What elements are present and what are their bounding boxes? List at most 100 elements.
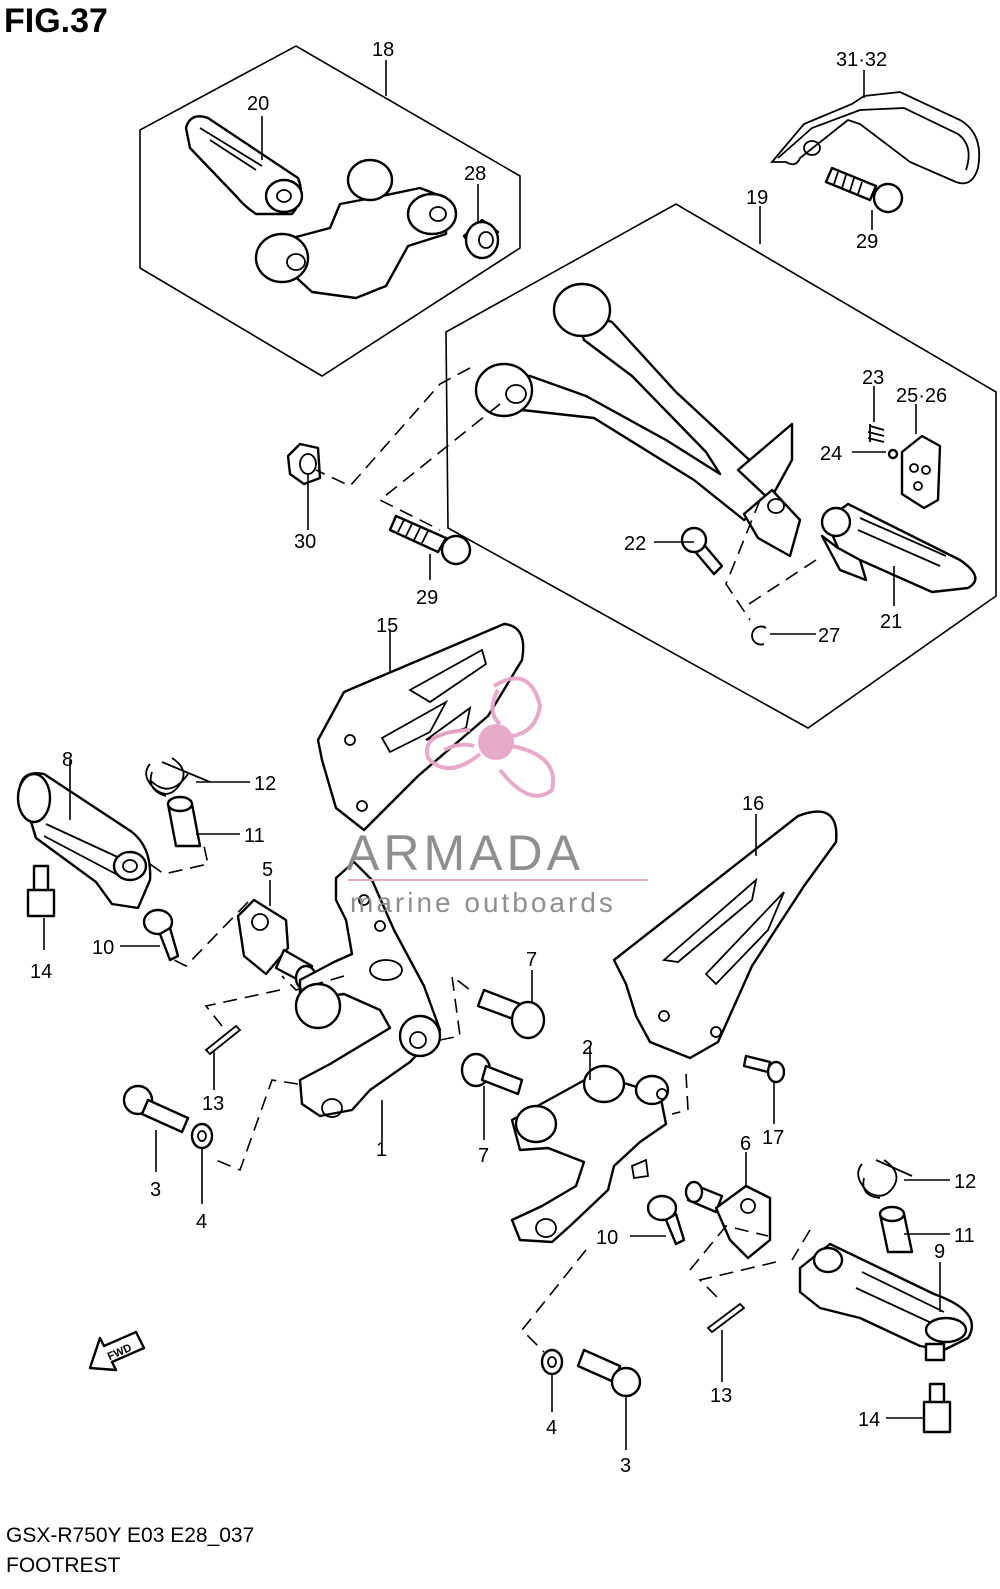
- callout-13-right: 13: [710, 1385, 732, 1407]
- part-14-stopper-bolt-left: [26, 864, 56, 918]
- part-rear-bracket: [254, 158, 458, 300]
- callout-4-left: 4: [196, 1211, 207, 1233]
- callout-14-left: 14: [30, 961, 52, 983]
- assembly-line-upper-3: [725, 499, 761, 621]
- assembly-line-upper-2: [378, 403, 501, 531]
- callout-27: 27: [818, 625, 840, 647]
- part-20-rear-footpeg: [184, 115, 304, 216]
- callout-7-lower: 7: [478, 1145, 489, 1167]
- callout-5: 5: [262, 859, 273, 881]
- assembly-line-upper-4: [745, 559, 817, 607]
- assembly-line-lower-3: [281, 975, 345, 991]
- part-14-stopper-bolt-right: [922, 1382, 952, 1434]
- callout-21: 21: [880, 611, 902, 633]
- part-2-main-bracket-right: [510, 1064, 670, 1244]
- callout-19: 19: [746, 187, 768, 209]
- callout-1: 1: [376, 1139, 387, 1161]
- callout-3-right: 3: [620, 1455, 631, 1477]
- callout-15: 15: [376, 615, 398, 637]
- part-25-26-plate: [900, 434, 942, 510]
- callout-13-left: 13: [202, 1093, 224, 1115]
- part-10-pin-left: [142, 908, 180, 962]
- part-3-bolt-left: [122, 1084, 190, 1134]
- assembly-line-lower-9: [698, 1261, 777, 1301]
- callout-16: 16: [742, 793, 764, 815]
- part-4-washer-right: [540, 1348, 564, 1376]
- part-3-bolt-right: [576, 1348, 642, 1398]
- callout-7-upper: 7: [526, 949, 537, 971]
- callout-29-lower: 29: [416, 587, 438, 609]
- callout-28: 28: [464, 163, 486, 185]
- part-16-heel-guard-right: [612, 810, 838, 1060]
- callout-12-left: 12: [254, 773, 276, 795]
- part-30-nut: [286, 442, 322, 486]
- watermark-brand: ARMADA: [346, 825, 584, 881]
- callout-leaders: [43, 60, 950, 1450]
- assembly-line-lower-2: [204, 989, 281, 1027]
- callout-18: 18: [372, 39, 394, 61]
- part-24-ball: [887, 448, 899, 460]
- part-8-footpeg-left: [16, 772, 152, 910]
- callout-24: 24: [820, 443, 842, 465]
- callout-31-32: 31·32: [836, 49, 887, 71]
- callout-10-left: 10: [92, 937, 114, 959]
- part-12-spring-left: [145, 757, 211, 797]
- part-13-cotter-pin-right: [706, 1302, 746, 1334]
- part-15-heel-guard: [316, 622, 525, 832]
- part-19-bracket: [474, 282, 802, 558]
- forward-direction-arrow: FWD: [88, 1330, 146, 1372]
- section-name: FOOTREST: [6, 1554, 121, 1577]
- part-9-footpeg-right: [798, 1242, 974, 1362]
- assembly-line-lower-8: [689, 1225, 769, 1271]
- part-6-pivot-right: [684, 1180, 772, 1260]
- part-1-main-bracket-left: [294, 860, 442, 1118]
- watermark-logo-hub: [478, 724, 514, 760]
- part-7-bolt-lower: [460, 1052, 524, 1096]
- assembly-line-lower-1: [173, 901, 249, 967]
- assembly-line-lower-5: [439, 974, 471, 1041]
- assembly-line-lower-7: [520, 1249, 587, 1353]
- assembly-line-upper-1: [315, 367, 471, 487]
- part-29-bolt-lower: [388, 514, 472, 566]
- callout-17: 17: [762, 1127, 784, 1149]
- assembly-line-lower-10: [791, 1229, 811, 1261]
- part-11-collar-right: [878, 1205, 914, 1254]
- watermark-propeller-logo: [424, 676, 556, 798]
- figure-label: FIG.37: [4, 2, 108, 40]
- callout-30: 30: [294, 531, 316, 553]
- part-23-spring: [867, 424, 885, 443]
- callout-14-right: 14: [858, 1409, 880, 1431]
- callout-3-left: 3: [150, 1179, 161, 1201]
- callout-29-upper: 29: [856, 231, 878, 253]
- part-7-bolt-upper: [476, 988, 546, 1040]
- callout-20: 20: [247, 93, 269, 115]
- part-12-spring-right: [857, 1159, 913, 1199]
- callout-12-right: 12: [954, 1171, 976, 1193]
- callout-9: 9: [934, 1241, 945, 1263]
- callout-4-right: 4: [546, 1417, 557, 1439]
- model-code: GSX-R750Y E03 E28_037: [6, 1524, 255, 1547]
- callout-labels: 18 20 28 31·32 29 19 23 25·26 24 30 29 2…: [30, 39, 976, 1477]
- part-22-pivot-pin: [680, 526, 724, 576]
- callout-8: 8: [62, 749, 73, 771]
- callout-22: 22: [624, 533, 646, 555]
- part-17-screw: [742, 1054, 786, 1084]
- kit-box-19: [445, 203, 997, 729]
- part-11-collar-left: [166, 795, 202, 848]
- watermark-tagline: marine outboards: [350, 887, 616, 918]
- part-4-washer-left: [190, 1122, 214, 1150]
- part-28-bushing: [462, 218, 500, 260]
- callout-25-26: 25·26: [896, 385, 947, 407]
- part-27-e-ring: [751, 625, 767, 646]
- callout-11-left: 11: [244, 825, 265, 847]
- assembly-line-lower-6: [671, 1073, 689, 1115]
- callout-10-right: 10: [596, 1227, 618, 1249]
- part-10-pin-right: [646, 1194, 686, 1246]
- callout-23: 23: [862, 367, 884, 389]
- part-21-footpeg: [820, 502, 977, 594]
- assembly-line-lower-4: [215, 1079, 299, 1172]
- part-13-cotter-pin-left: [204, 1024, 242, 1056]
- callout-6: 6: [740, 1133, 751, 1155]
